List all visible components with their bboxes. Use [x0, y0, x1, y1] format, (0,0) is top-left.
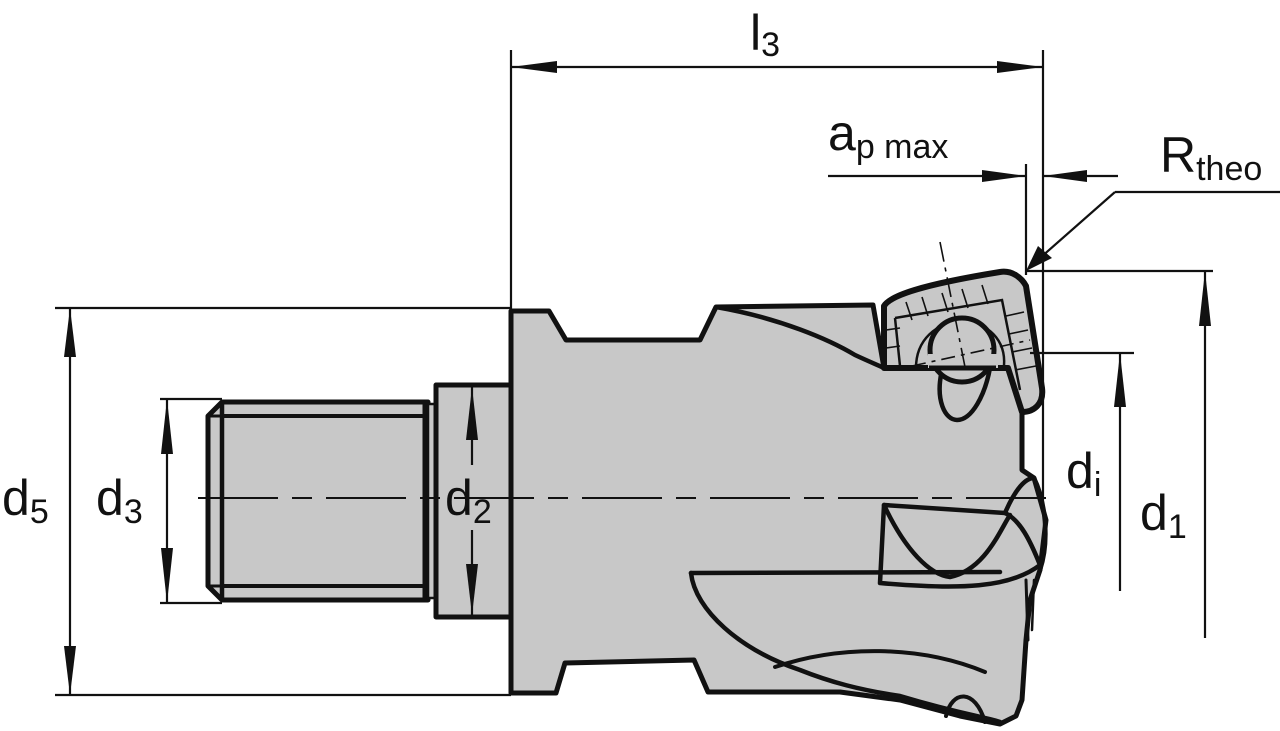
tool-body — [508, 302, 1049, 727]
dimension-d1 — [1199, 271, 1211, 638]
dimension-labels: l3 ap max Rtheo d5 d3 d2 di d1 — [2, 5, 1262, 546]
dimension-d5 — [64, 308, 76, 695]
dimension-lines — [55, 50, 1280, 697]
dimension-d3 — [161, 399, 173, 603]
dimension-d2 — [466, 385, 478, 617]
tool-geometry — [198, 241, 1060, 727]
label-d5: d5 — [2, 470, 49, 531]
collar — [433, 382, 514, 620]
leader-r-theo — [1026, 190, 1280, 271]
dimension-ap-max — [828, 170, 1118, 182]
label-d2: d2 — [445, 470, 492, 531]
label-l3: l3 — [750, 5, 780, 64]
label-ap-max: ap max — [828, 105, 948, 166]
label-d1: d1 — [1140, 485, 1187, 546]
cutting-insert — [881, 241, 1046, 415]
label-di: di — [1066, 443, 1101, 504]
threaded-shank — [205, 399, 438, 603]
label-r-theo: Rtheo — [1160, 127, 1262, 188]
label-d3: d3 — [96, 470, 143, 531]
dimension-di — [1114, 353, 1126, 591]
dimension-l3 — [511, 61, 1043, 73]
